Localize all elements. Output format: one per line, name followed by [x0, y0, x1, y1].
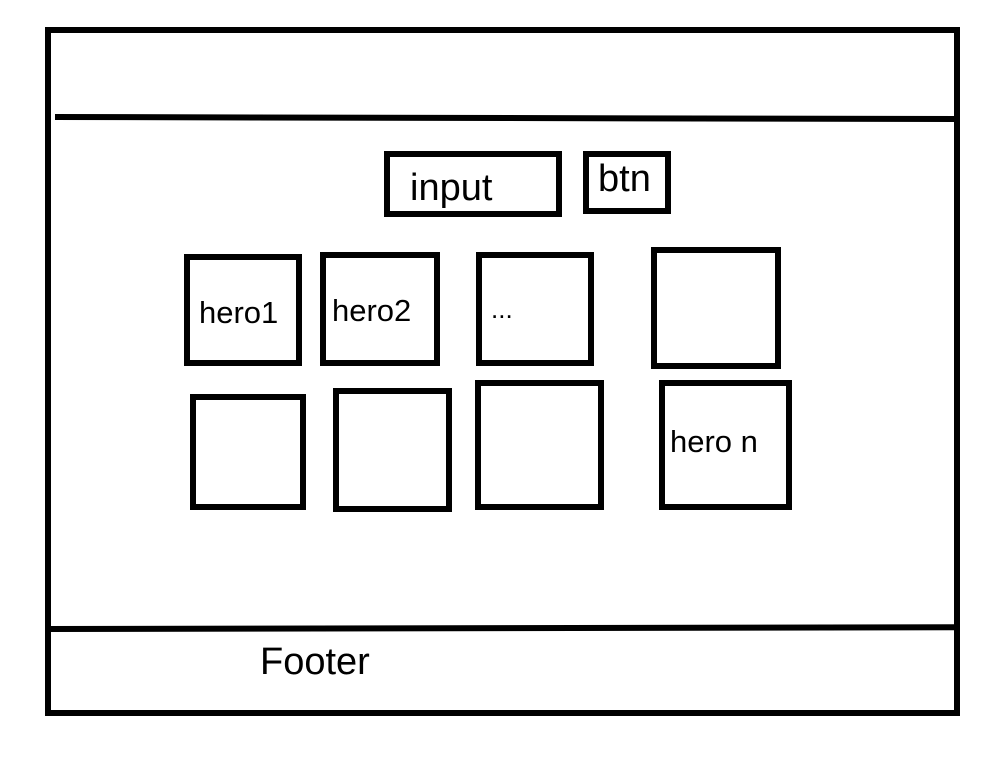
- hero-card-4[interactable]: [651, 247, 781, 369]
- hero-card-7[interactable]: [475, 380, 604, 510]
- hero-card-label: ...: [491, 294, 513, 324]
- hero-card-1[interactable]: hero1: [184, 254, 302, 366]
- search-input[interactable]: input: [384, 151, 562, 217]
- hero-card-2[interactable]: hero2: [320, 252, 440, 366]
- footer-text: Footer: [260, 641, 370, 683]
- hero-card-3[interactable]: ...: [476, 252, 594, 366]
- hero-card-label: hero2: [332, 293, 412, 328]
- search-input-label: input: [410, 167, 493, 209]
- hero-card-label: hero n: [670, 424, 758, 459]
- hero-card-label: hero1: [199, 295, 279, 330]
- hero-card-5[interactable]: [190, 394, 306, 510]
- search-button[interactable]: btn: [583, 151, 671, 214]
- search-button-label: btn: [598, 158, 651, 200]
- hero-card-n[interactable]: hero n: [659, 380, 792, 510]
- hero-card-6[interactable]: [333, 388, 452, 512]
- page-frame: [45, 27, 960, 716]
